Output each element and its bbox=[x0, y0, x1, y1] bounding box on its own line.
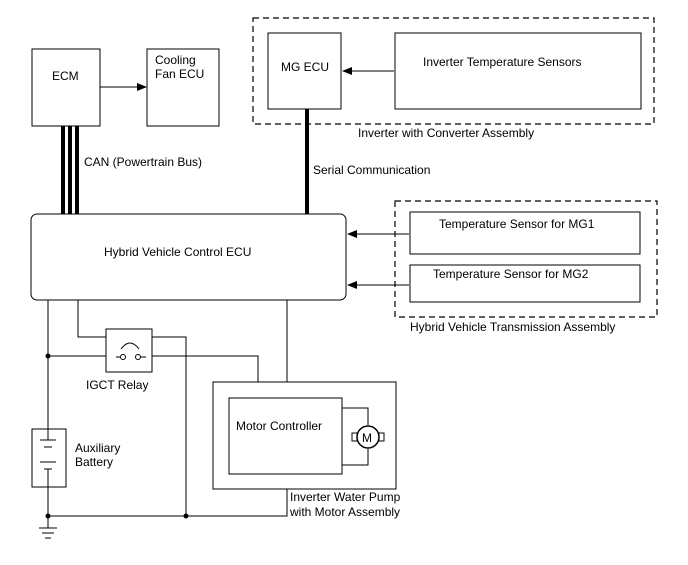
transmission-assembly-label: Hybrid Vehicle Transmission Assembly bbox=[410, 320, 615, 334]
water-pump-label-2: with Motor Assembly bbox=[289, 505, 400, 519]
can-bus-label: CAN (Powertrain Bus) bbox=[84, 155, 202, 169]
ground-symbol bbox=[39, 516, 57, 539]
motor-symbol bbox=[351, 425, 385, 449]
serial-comm-label: Serial Communication bbox=[313, 163, 430, 177]
motor-return-wire bbox=[342, 449, 369, 466]
motor-feed-wire bbox=[342, 407, 369, 425]
inverter-assembly-label: Inverter with Converter Assembly bbox=[358, 126, 534, 140]
battery-label-1: Auxiliary bbox=[75, 441, 120, 455]
temp-sensor-mg2-label: Temperature Sensor for MG2 bbox=[433, 267, 589, 281]
temp-sensor-mg1-block bbox=[409, 211, 641, 255]
mg-ecu-block bbox=[267, 32, 342, 110]
motor-controller-label: Motor Controller bbox=[236, 419, 322, 433]
junction-dot bbox=[45, 353, 51, 359]
temp-sensor-mg1-label: Temperature Sensor for MG1 bbox=[439, 217, 595, 231]
hv-control-ecu-block bbox=[30, 213, 347, 301]
cooling-fan-ecu-label-1: Cooling bbox=[155, 53, 196, 67]
cooling-fan-ecu-label-2: Fan ECU bbox=[155, 67, 204, 81]
battery-label-2: Battery bbox=[75, 455, 113, 469]
cooling-fan-ecu-block bbox=[146, 48, 220, 127]
transmission-assembly-outline bbox=[394, 200, 658, 318]
motor-controller-block bbox=[228, 397, 343, 475]
igct-relay-label: IGCT Relay bbox=[86, 378, 148, 392]
igct-relay-symbol bbox=[105, 328, 153, 373]
motor-label: M bbox=[362, 431, 372, 445]
ecm-label: ECM bbox=[52, 69, 79, 83]
mg-ecu-label: MG ECU bbox=[281, 60, 329, 74]
inverter-temp-sensors-label: Inverter Temperature Sensors bbox=[423, 55, 582, 69]
hv-control-ecu-label: Hybrid Vehicle Control ECU bbox=[104, 245, 251, 259]
ecm-block bbox=[31, 48, 101, 127]
battery-symbol bbox=[31, 428, 67, 488]
inverter-temp-sensors-block bbox=[394, 32, 642, 110]
inverter-assembly-outline bbox=[252, 17, 655, 125]
junction-dot bbox=[183, 513, 189, 519]
temp-sensor-mg2-block bbox=[409, 264, 641, 303]
water-pump-label-1: Inverter Water Pump bbox=[290, 490, 401, 504]
